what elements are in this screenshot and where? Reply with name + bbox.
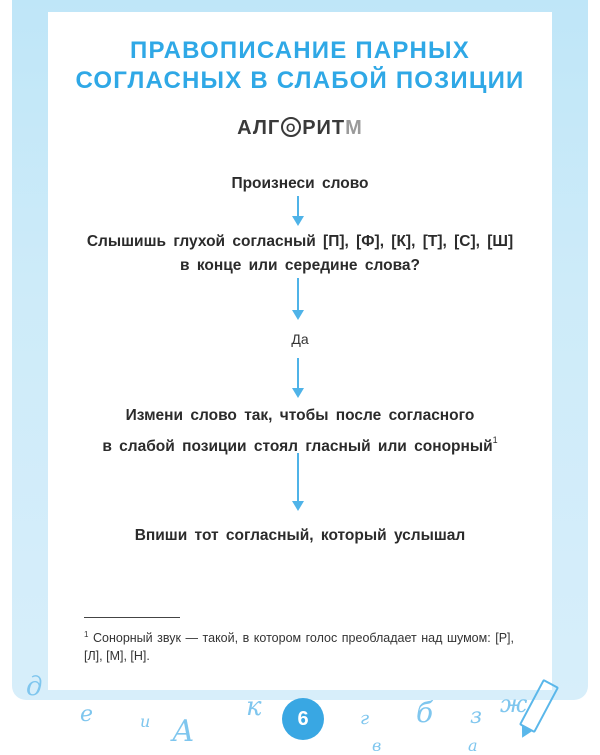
decor-letter-9: ж xyxy=(500,690,528,718)
footnote-mark: 1 xyxy=(84,630,89,639)
title-line-2: СОГЛАСНЫХ В СЛАБОЙ ПОЗИЦИИ xyxy=(75,67,525,94)
step-pronounce-text: Произнеси слово xyxy=(231,175,369,192)
footnote: 1 Сонорный звук — такой, в котором голос… xyxy=(84,626,514,665)
algorithm-part-2: РИТ xyxy=(302,117,346,139)
decor-letter-3: и xyxy=(140,712,151,731)
arrow-3 xyxy=(292,358,304,398)
footnote-divider xyxy=(84,617,180,618)
answer-yes: Да xyxy=(291,331,309,347)
algorithm-part-3: М xyxy=(345,117,363,139)
decor-letter-7: б xyxy=(416,696,434,729)
decor-letter-11: а xyxy=(468,736,478,755)
footnote-ref: 1 xyxy=(492,435,498,445)
decor-letter-1: д xyxy=(26,672,43,702)
step-change-line-1: Измени слово так, чтобы после согласного xyxy=(125,407,475,424)
step-question-line-1: Слышишь глухой согласный [П], [Ф], [К], … xyxy=(86,233,514,250)
step-write-text: Впиши тот согласный, который услышал xyxy=(134,527,466,544)
step-pronounce: Произнеси слово xyxy=(0,172,600,196)
decor-letter-2: е xyxy=(80,702,94,727)
title-line-1: ПРАВОПИСАНИЕ ПАРНЫХ xyxy=(130,37,470,64)
footnote-text: Сонорный звук — такой, в котором голос п… xyxy=(84,631,514,663)
step-write: Впиши тот согласный, который услышал xyxy=(0,524,600,548)
decor-letter-4: А xyxy=(172,714,195,749)
step-change-line-2-text: в слабой позиции стоял гласный или сонор… xyxy=(102,438,493,455)
decor-letter-5: к xyxy=(246,692,262,722)
arrow-1 xyxy=(292,196,304,226)
content-card xyxy=(48,12,552,690)
step-change-word: Измени слово так, чтобы после согласного… xyxy=(0,404,600,459)
step-question-line-2: в конце или середине слова? xyxy=(179,257,420,274)
algorithm-circle-letter: О xyxy=(281,116,302,137)
step-change-line-2: в слабой позиции стоял гласный или сонор… xyxy=(0,428,600,459)
step-question: Слышишь глухой согласный [П], [Ф], [К], … xyxy=(0,230,600,278)
page-number: 6 xyxy=(282,698,324,740)
algorithm-part-1: АЛГ xyxy=(237,117,281,139)
arrow-2 xyxy=(292,278,304,320)
decor-letter-10: в xyxy=(372,736,382,755)
arrow-4 xyxy=(292,453,304,511)
page-title: ПРАВОПИСАНИЕ ПАРНЫХ СОГЛАСНЫХ В СЛАБОЙ П… xyxy=(0,36,600,96)
decor-letter-6: г xyxy=(360,708,370,729)
decor-letter-8: з xyxy=(470,704,482,729)
